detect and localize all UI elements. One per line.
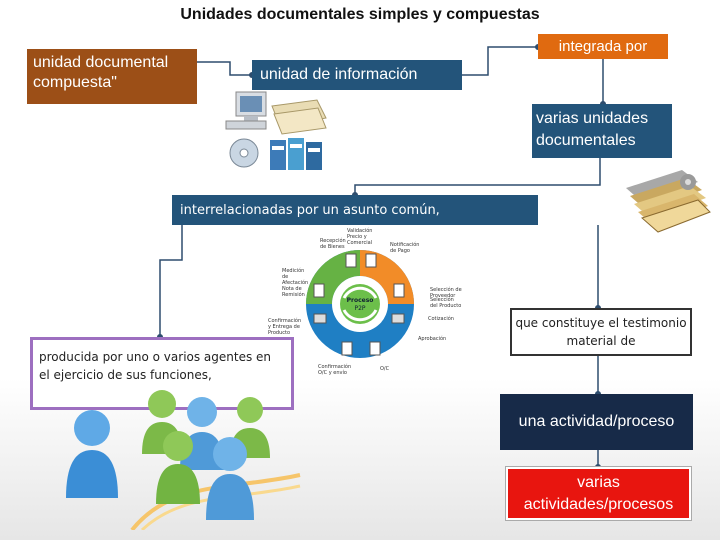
person-icon-front-left [66,410,118,498]
cycle-label-payment: Notificación de Pago [390,242,422,254]
cycle-label-quote: Cotización [428,316,460,322]
file-folders-illustration [618,160,713,240]
cycle-label-approval: Aprobación [418,336,450,342]
cycle-center-label: Proceso [347,297,374,304]
cycle-label-po-confirm: Confirmación O/C y envío [318,364,352,376]
cycle-label-delivery: Confirmación y Entrega de Producto [268,318,302,336]
cycle-label-reception: Recepción de Bienes [320,238,350,250]
several-units-box: varias unidades documentales [532,104,672,158]
connector-info-integrated [462,47,538,75]
one-activity-box: una actividad/proceso [500,394,693,450]
documents-computer-illustration [222,88,332,183]
compound-unit-box: unidad documental compuesta" [27,49,197,104]
connector-compound-info [197,62,252,75]
people-group-illustration [62,380,302,530]
connector-varias-interrel [355,158,600,195]
connector-interrel-produced [160,225,182,337]
several-activities-box: varias actividades/procesos [506,467,691,520]
process-cycle-diagram: Proceso P2P [300,242,420,362]
information-unit-box: unidad de información [252,60,462,90]
cycle-label-measurement: Medición de Afectación Nota de Remisión [282,268,310,298]
cycle-center-sublabel: P2P [354,305,365,312]
constitutes-box: que constituye el testimonio material de [510,308,692,356]
interrelated-box: interrelacionadas por un asunto común, [172,195,538,225]
cycle-label-validation: Validación Precio y Comercial [347,228,387,246]
cycle-label-product: Selección del Producto [430,297,462,309]
cycle-label-po: O/C [380,366,400,372]
integrated-by-box: integrada por [538,34,668,59]
